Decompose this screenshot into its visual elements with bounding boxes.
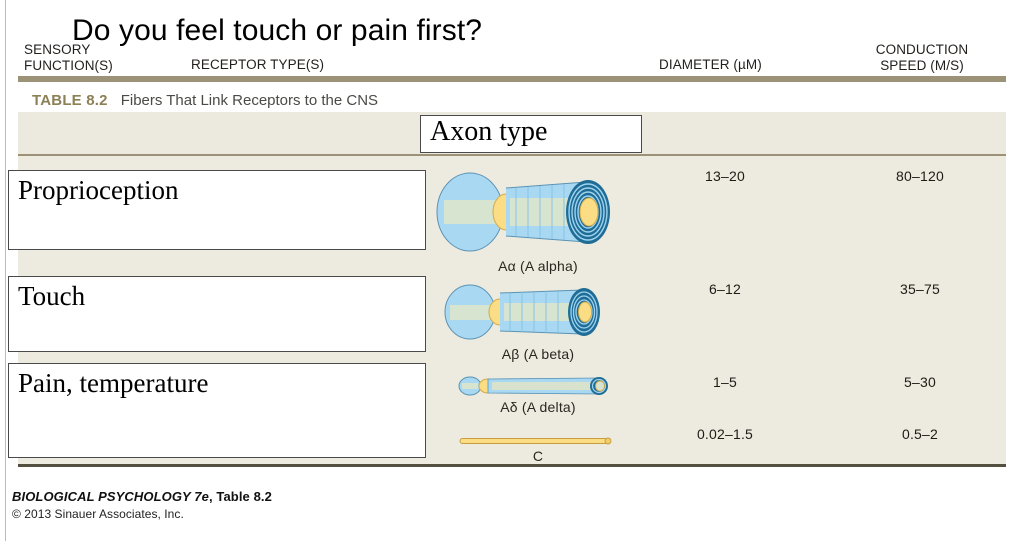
overlay-box-axon-type[interactable]: Axon type (420, 115, 642, 153)
overlay-text-touch: Touch (18, 281, 86, 311)
table-caption-band: TABLE 8.2 Fibers That Link Receptors to t… (18, 82, 1006, 112)
axon-label-a-delta: Aδ (A delta) (500, 399, 576, 415)
cell-speed-row1: 80–120 (896, 168, 944, 184)
axon-illustration-a-alpha (436, 168, 622, 261)
table-number: TABLE 8.2 (32, 92, 108, 109)
slide-footer: BIOLOGICAL PSYCHOLOGY 7e, Table 8.2 © 20… (12, 489, 272, 521)
table-top-rule (18, 76, 1006, 82)
cell-speed-row3: 5–30 (904, 374, 936, 390)
column-header-diameter: DIAMETER (µM) (659, 57, 762, 72)
slide-left-edge (5, 0, 6, 541)
cell-speed-row2: 35–75 (900, 281, 940, 297)
axon-label-a-alpha: Aα (A alpha) (498, 258, 578, 274)
table-bottom-rule (18, 464, 1006, 467)
footer-table-ref: , Table 8.2 (208, 489, 272, 504)
overlay-box-pain-temperature[interactable]: Pain, temperature (8, 363, 426, 458)
cell-diameter-row4: 0.02–1.5 (696, 426, 754, 442)
column-header-conduction-speed: CONDUCTION SPEED (M/S) (852, 42, 992, 73)
column-header-conduction-line2: SPEED (M/S) (880, 57, 964, 73)
axon-illustration-a-delta (458, 374, 616, 403)
footer-copyright: © 2013 Sinauer Associates, Inc. (12, 507, 184, 521)
table-caption: TABLE 8.2 Fibers That Link Receptors to t… (32, 92, 378, 109)
overlay-text-proprioception: Proprioception (18, 175, 179, 205)
footer-book-line: BIOLOGICAL PSYCHOLOGY 7e, Table 8.2 (12, 489, 272, 504)
axon-label-c: C (532, 448, 544, 464)
overlay-box-touch[interactable]: Touch (8, 276, 426, 352)
overlay-box-proprioception[interactable]: Proprioception (8, 170, 426, 250)
table-title: Fibers That Link Receptors to the CNS (120, 92, 379, 109)
overlay-text-pain-temperature: Pain, temperature (18, 368, 209, 398)
overlay-text-axon-type: Axon type (430, 116, 548, 147)
slide-title: Do you feel touch or pain first? (72, 14, 483, 47)
cell-diameter-row3: 1–5 (713, 374, 737, 390)
footer-book-title: BIOLOGICAL PSYCHOLOGY 7e (12, 489, 209, 504)
column-header-conduction-line1: CONDUCTION (875, 42, 969, 57)
column-header-sensory-function: SENSORY FUNCTION(S) (24, 42, 113, 73)
table-header-rule (18, 154, 1006, 156)
column-header-receptor-type: RECEPTOR TYPE(S) (191, 57, 325, 72)
column-header-sensory-function-line2: FUNCTION(S) (24, 57, 113, 73)
column-header-sensory-function-line1: SENSORY (24, 42, 91, 57)
cell-diameter-row1: 13–20 (705, 168, 745, 184)
cell-diameter-row2: 6–12 (709, 281, 741, 297)
axon-label-a-beta: Aβ (A beta) (501, 346, 575, 362)
axon-illustration-c (458, 434, 616, 452)
cell-speed-row4: 0.5–2 (901, 426, 939, 442)
axon-illustration-a-beta (444, 281, 616, 348)
